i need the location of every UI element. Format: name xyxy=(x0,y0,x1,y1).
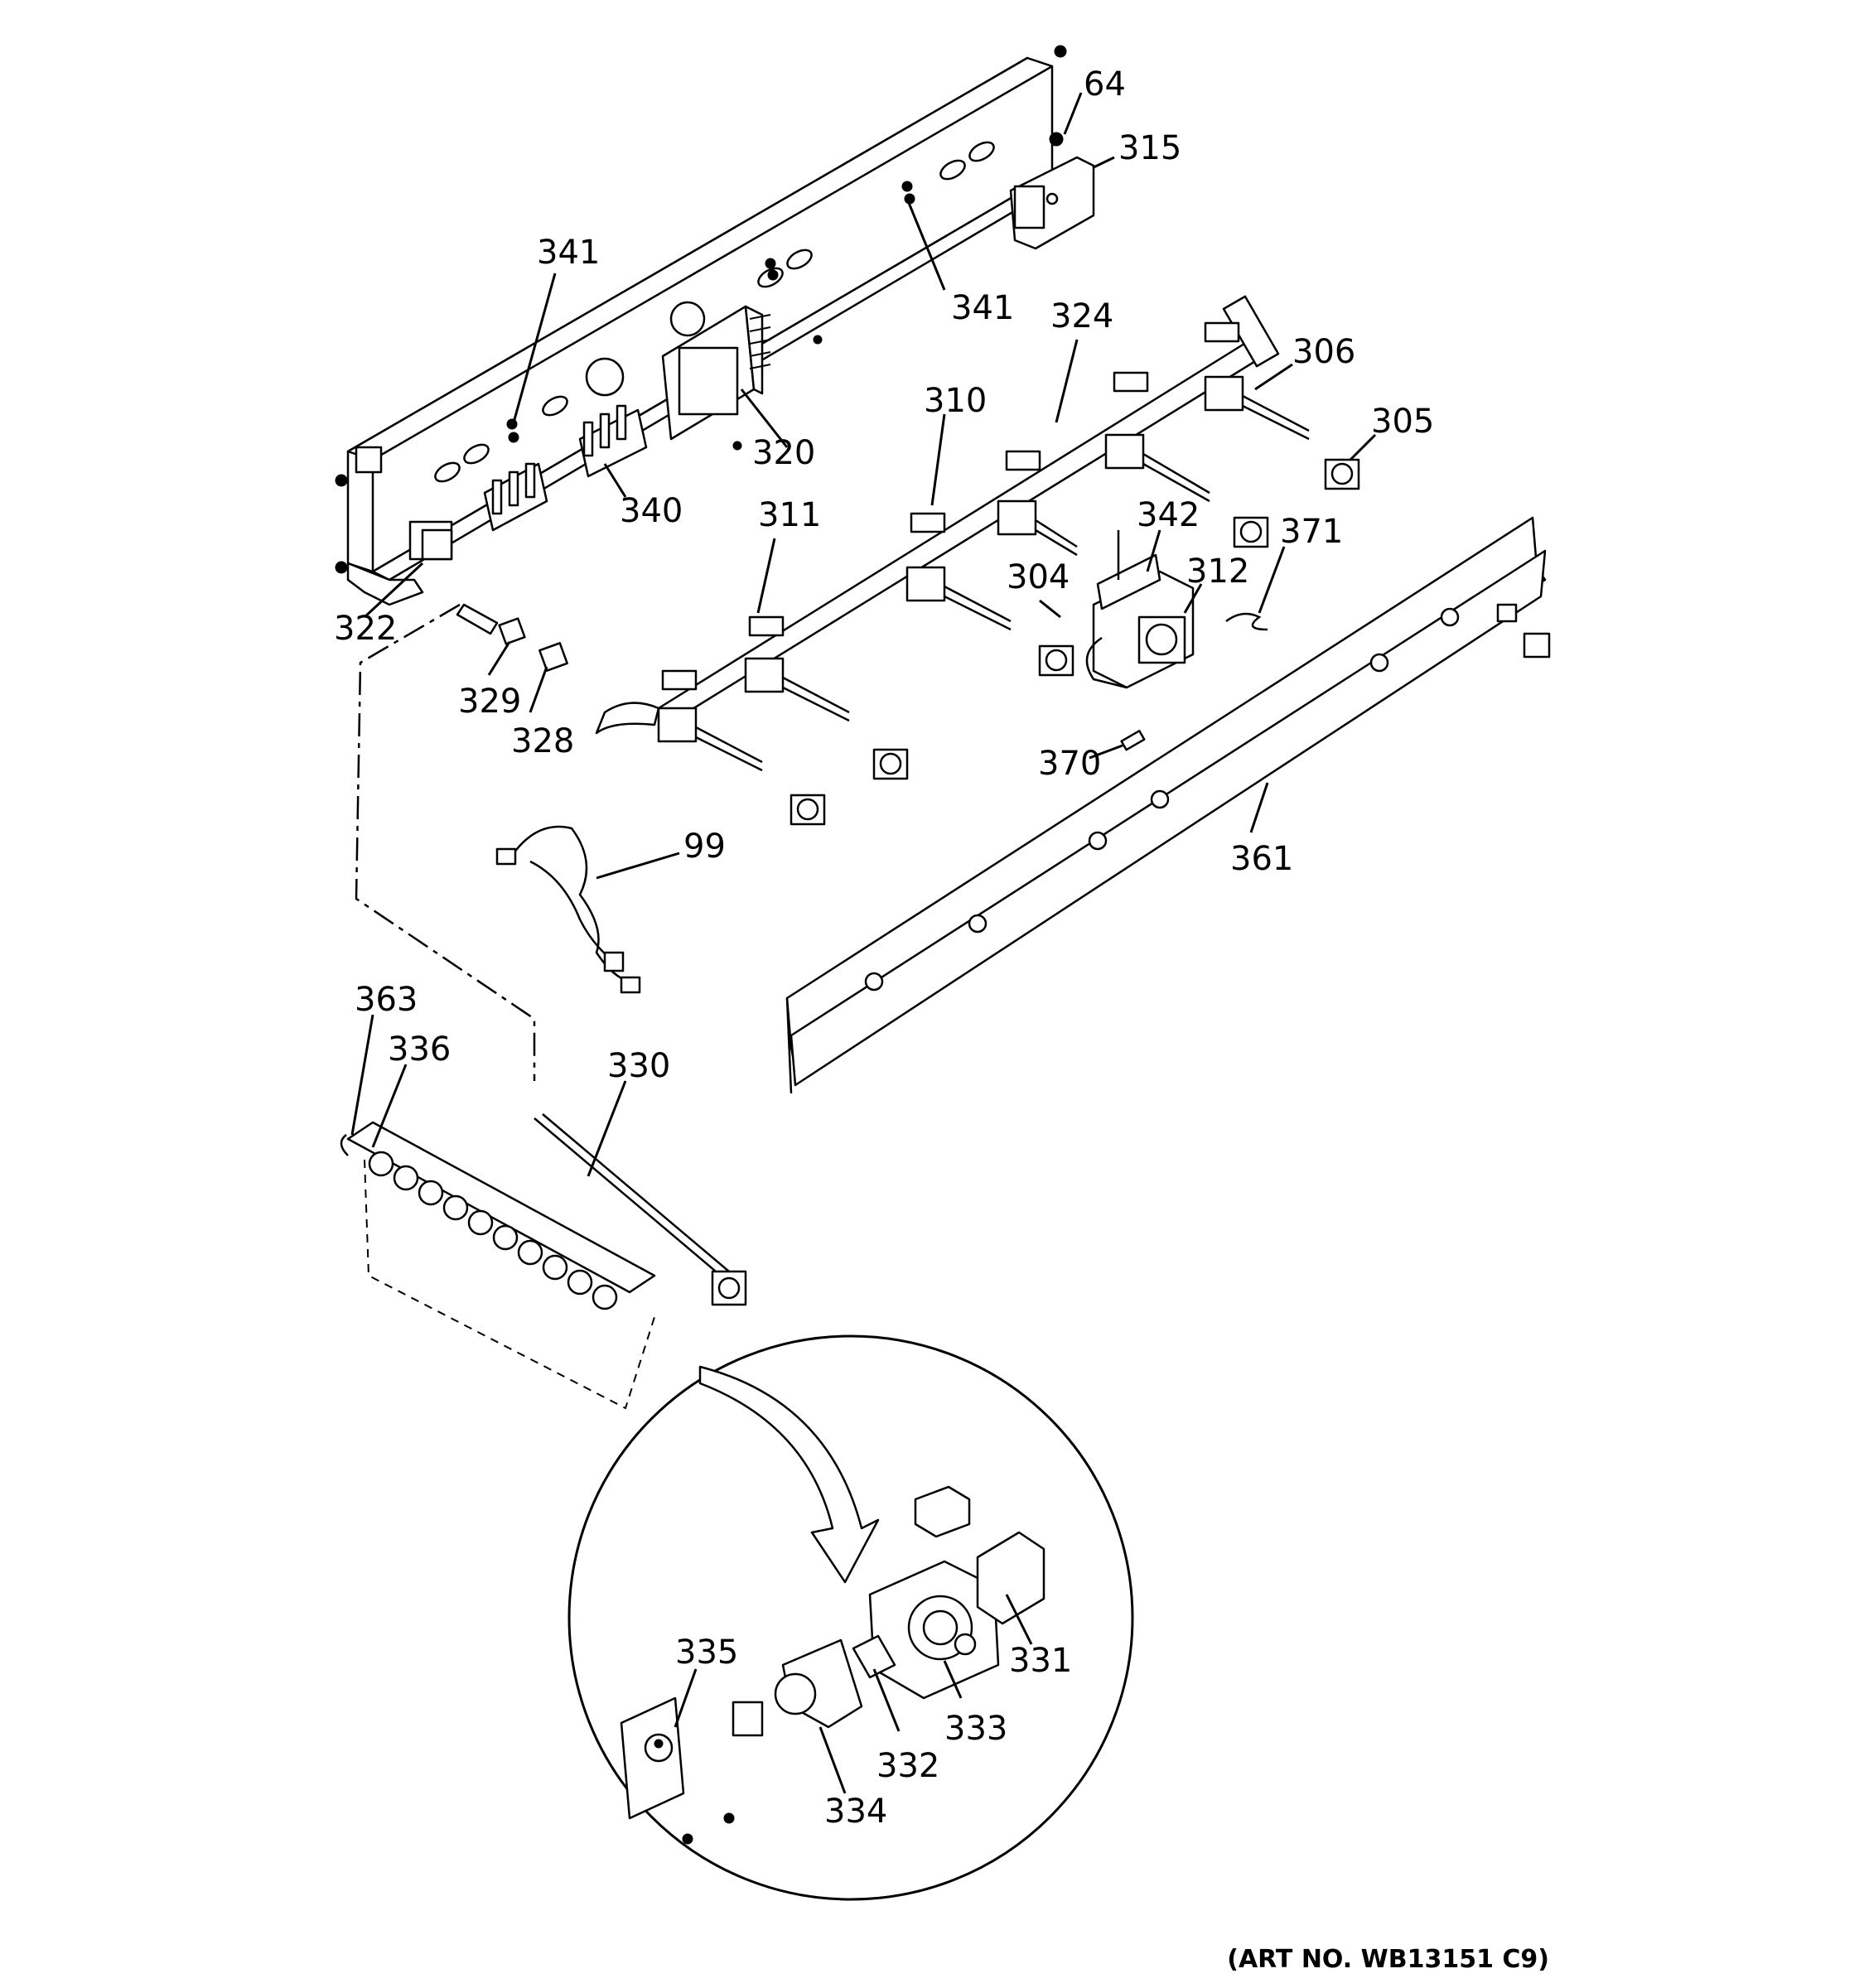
callout-322: 322 xyxy=(334,610,397,648)
callout-371: 371 xyxy=(1280,513,1343,551)
routing-line xyxy=(355,603,536,1081)
callout-324: 324 xyxy=(1050,297,1113,335)
callout-336: 336 xyxy=(388,1030,451,1069)
control-panel-bracket xyxy=(335,45,1095,606)
callout-305: 305 xyxy=(1371,403,1434,441)
callout-306: 306 xyxy=(1292,333,1355,371)
callout-342: 342 xyxy=(1137,496,1200,534)
callout-328: 328 xyxy=(511,722,574,760)
oven-burner-assembly xyxy=(340,1113,747,1410)
callout-330: 330 xyxy=(607,1047,670,1085)
callout-99: 99 xyxy=(683,828,726,866)
callout-315: 315 xyxy=(1118,129,1181,167)
burner-valve-1 xyxy=(1204,375,1360,490)
detail-inset xyxy=(567,1334,1134,1901)
safety-valve xyxy=(868,1560,1000,1700)
callout-340: 340 xyxy=(620,492,683,530)
manifold-panel xyxy=(785,516,1551,1094)
gas-manifold-assembly xyxy=(456,295,1360,826)
callout-333: 333 xyxy=(944,1710,1007,1748)
callout-335: 335 xyxy=(675,1633,738,1672)
callout-310: 310 xyxy=(924,382,987,420)
callout-341-right: 341 xyxy=(951,289,1014,327)
burner-valve-2 xyxy=(1104,433,1269,548)
callout-312: 312 xyxy=(1186,552,1249,591)
callout-334: 334 xyxy=(824,1793,887,1831)
callout-361: 361 xyxy=(1230,840,1293,878)
leader-lines xyxy=(350,92,1377,1794)
callout-331: 331 xyxy=(1009,1642,1072,1680)
callout-64: 64 xyxy=(1084,65,1126,104)
callout-341-left: 341 xyxy=(537,234,600,272)
wire-harness xyxy=(495,825,641,994)
burner-valve-4 xyxy=(905,566,1012,631)
art-number: (ART NO. WB13151 C9) xyxy=(1227,1945,1549,1974)
callout-304: 304 xyxy=(1007,558,1070,596)
callout-labels: 64 315 341 341 324 306 305 310 320 340 3… xyxy=(334,65,1434,1831)
callout-332: 332 xyxy=(876,1747,939,1785)
burner-valve-5 xyxy=(744,657,909,780)
callout-311: 311 xyxy=(758,496,821,534)
burner-valve-6 xyxy=(657,707,826,826)
callout-363: 363 xyxy=(355,981,418,1019)
callout-320: 320 xyxy=(752,434,815,472)
callout-370: 370 xyxy=(1038,745,1101,783)
callout-329: 329 xyxy=(458,683,521,721)
burner-valve-3 xyxy=(997,499,1078,677)
